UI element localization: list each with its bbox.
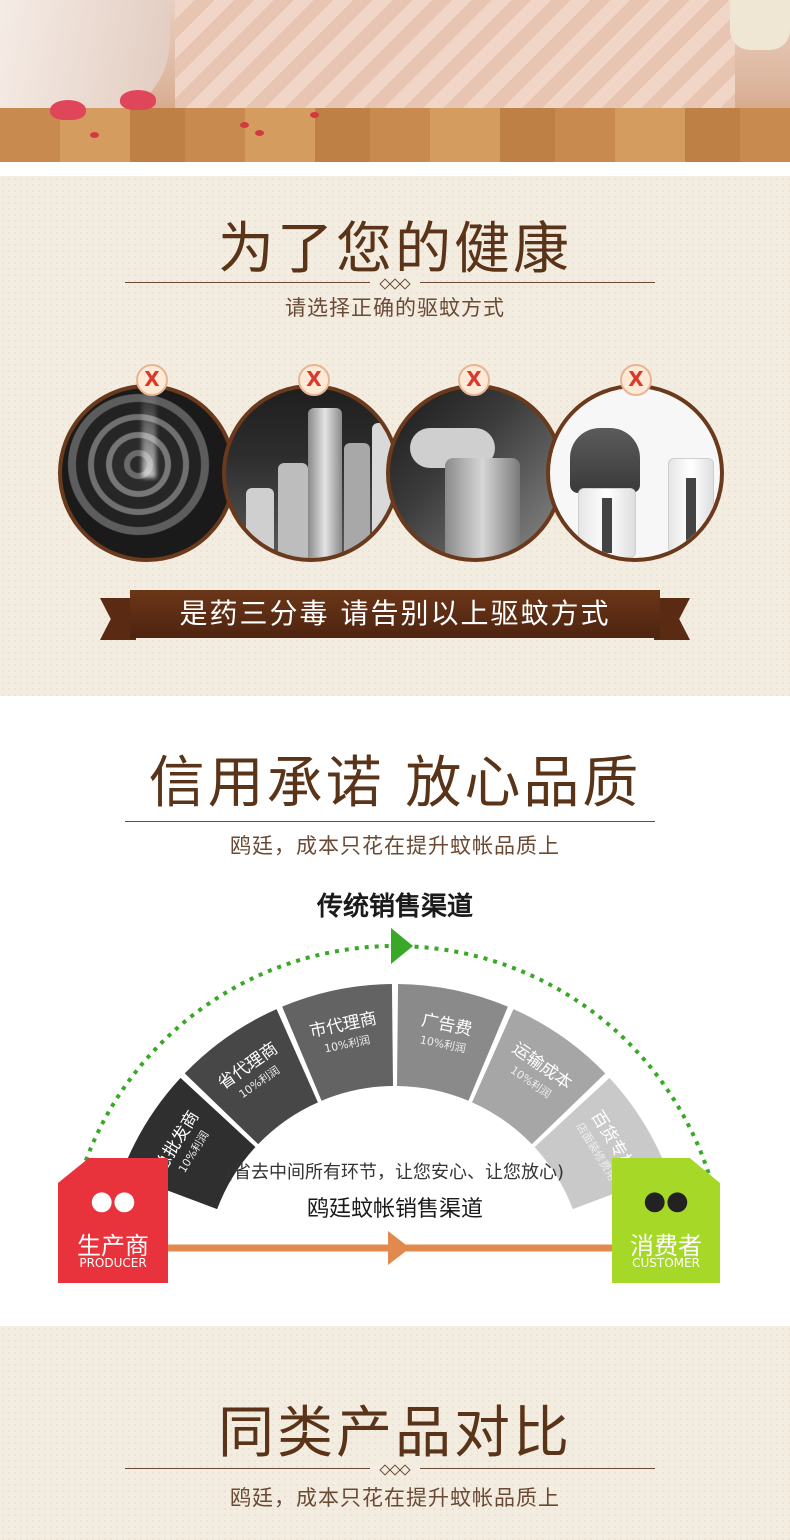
- warning-banner: 是药三分毒 请告别以上驱蚊方式: [130, 590, 660, 638]
- compare-section: 同类产品对比 鸥廷，成本只花在提升蚊帐品质上: [0, 1326, 790, 1540]
- mosquito-coil-image: [58, 384, 236, 562]
- cross-mark-icon: X: [620, 364, 652, 396]
- petal-graphic: [240, 122, 249, 128]
- repellent-bottles-image: [222, 384, 400, 562]
- bed-sheet-graphic: [175, 0, 735, 120]
- petal-graphic: [310, 112, 319, 118]
- spray-can-graphic: [445, 458, 520, 558]
- promise-title: 信用承诺 放心品质: [148, 751, 642, 816]
- title-rule: [125, 821, 655, 822]
- consumer-en-label: CUSTOMER: [632, 1256, 700, 1270]
- hero-bedroom-photo: [0, 0, 790, 162]
- wood-floor-graphic: [0, 108, 790, 162]
- cross-mark-icon: X: [298, 364, 330, 396]
- red-shoe-graphic: [50, 100, 86, 120]
- top-arrow-icon: [391, 928, 413, 964]
- chair-graphic: [730, 0, 790, 50]
- channel-segment: [282, 984, 394, 1101]
- consumer-label: 消费者: [630, 1232, 702, 1260]
- channel-segment: [396, 984, 508, 1101]
- petal-graphic: [90, 132, 99, 138]
- electric-vaporizer-image: [546, 384, 724, 562]
- compare-subtitle: 鸥廷，成本只花在提升蚊帐品质上: [230, 1486, 560, 1510]
- channel-segment: [184, 1009, 318, 1145]
- wick-graphic: [602, 498, 612, 553]
- wick-graphic: [686, 478, 696, 548]
- cross-mark-icon: X: [136, 364, 168, 396]
- promise-subtitle: 鸥廷，成本只花在提升蚊帐品质上: [230, 834, 560, 858]
- health-subtitle: 请选择正确的驱蚊方式: [285, 296, 505, 320]
- bottle-graphic: [308, 408, 342, 558]
- producer-block: ●● 生产商 PRODUCER: [58, 1158, 168, 1283]
- diamond-ornament-icon: [370, 275, 420, 290]
- cross-mark-icon: X: [458, 364, 490, 396]
- channel-segment: [472, 1009, 606, 1145]
- diagram-title: 传统销售渠道: [316, 892, 473, 922]
- people-icon: ●●: [643, 1186, 689, 1216]
- people-icon: ●●: [90, 1186, 136, 1216]
- health-section: 为了您的健康 请选择正确的驱蚊方式 X X X X: [0, 176, 790, 696]
- channel-segments: 总批发商10%利润省代理商10%利润市代理商10%利润广告费10%利润运输成本1…: [121, 984, 669, 1210]
- compare-title: 同类产品对比: [218, 1401, 572, 1466]
- bottle-graphic: [344, 443, 370, 558]
- diagram-note: (省去中间所有环节，让您安心、让您放心): [225, 1162, 565, 1183]
- direct-arrow-head-icon: [388, 1231, 410, 1265]
- diamond-ornament-icon: [370, 1461, 420, 1476]
- consumer-block: ●● 消费者 CUSTOMER: [612, 1158, 720, 1283]
- vaporizer-unit-graphic: [570, 428, 640, 493]
- smoke-graphic: [142, 388, 156, 478]
- channel-arc-graphic: 总批发商10%利润省代理商10%利润市代理商10%利润广告费10%利润运输成本1…: [77, 928, 713, 1265]
- health-title: 为了您的健康: [218, 217, 572, 282]
- producer-en-label: PRODUCER: [79, 1256, 147, 1270]
- insect-spray-image: [386, 384, 564, 562]
- promise-section: 信用承诺 放心品质 鸥廷，成本只花在提升蚊帐品质上: [0, 696, 790, 876]
- bottle-graphic: [278, 463, 308, 558]
- petal-graphic: [255, 130, 264, 136]
- red-shoe-graphic: [120, 90, 156, 110]
- bottle-graphic: [246, 488, 274, 558]
- direct-channel-label: 鸥廷蚊帐销售渠道: [306, 1197, 483, 1222]
- producer-label: 生产商: [77, 1232, 149, 1260]
